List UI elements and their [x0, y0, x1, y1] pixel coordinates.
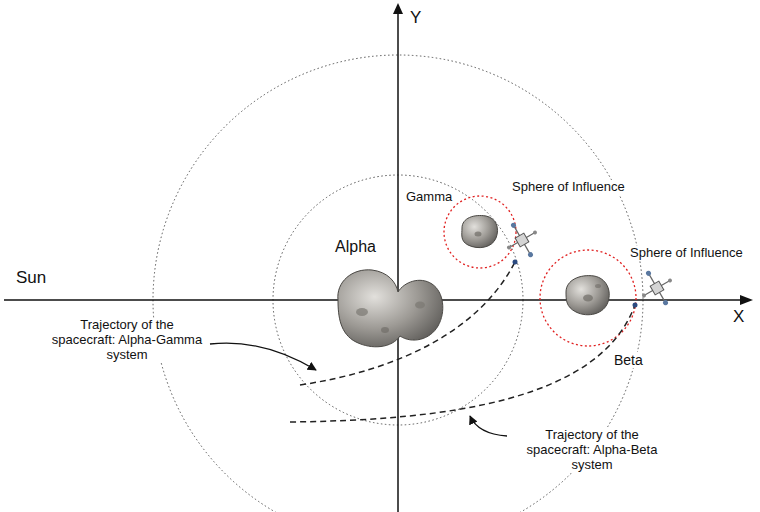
gamma-asteroid: [462, 216, 498, 248]
y-axis: [397, 12, 399, 512]
soi-label: Sphere of Influence: [510, 180, 627, 195]
trajectory-label: Trajectory of the spacecraft: Alpha-Gamm…: [45, 318, 209, 363]
spacecraft-icon: [498, 215, 547, 266]
sphere-of-influence: [444, 196, 516, 268]
spacecraft-position: [513, 260, 518, 265]
trajectory-path: [300, 262, 515, 385]
spacecraft-position: [633, 303, 638, 308]
y-axis-arrow: [393, 3, 403, 14]
body-label: Alpha: [333, 238, 378, 256]
axis-label: Y: [408, 8, 423, 28]
soi-label: Sphere of Influence: [628, 246, 745, 261]
leader-arrow: [470, 416, 507, 436]
axis-label: X: [731, 307, 746, 327]
spacecraft-icon: [633, 263, 682, 314]
trajectory-label: Trajectory of the spacecraft: Alpha-Beta…: [510, 428, 674, 473]
beta-asteroid: [566, 276, 609, 315]
leader-arrow: [210, 343, 316, 370]
x-axis-arrow: [740, 295, 753, 305]
alpha-asteroid: [338, 270, 443, 347]
body-label: Beta: [612, 352, 645, 368]
sun-label: Sun: [14, 268, 48, 288]
body-label: Gamma: [404, 190, 454, 205]
